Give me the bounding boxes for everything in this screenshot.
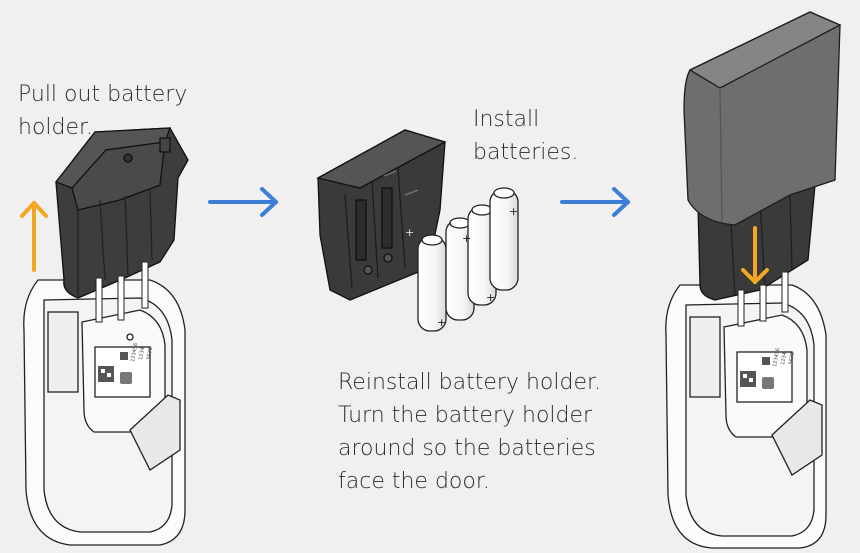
battery-4 [489, 187, 519, 291]
insert-down-arrow [741, 226, 769, 284]
holder-plus: + [405, 226, 414, 239]
battery-holder-empty [316, 129, 447, 301]
step-3-caption-line-4: face the door. [338, 469, 490, 494]
battery-plus-2: + [462, 232, 471, 245]
step-2-caption: Install batteries. [473, 103, 633, 169]
step-2-caption-line-1: Install [473, 107, 540, 132]
step-1-caption: Pull out battery holder. [18, 78, 238, 144]
battery-plus-1: + [437, 316, 446, 329]
step-3-caption-line-1: Reinstall battery holder. [338, 370, 602, 395]
lock-label-right-2: 1234 [780, 352, 788, 366]
lock-label-left-2: 1234 [138, 347, 146, 361]
lock-label-right-3: 5678 [788, 352, 796, 366]
next-step-arrow-1 [208, 187, 278, 217]
battery-holder-pulled [54, 127, 189, 299]
next-step-arrow-2 [560, 187, 630, 217]
step-3-caption-line-2: Turn the battery holder [338, 403, 593, 428]
step-3-caption-line-3: around so the batteries [338, 436, 596, 461]
lock-posts-left [95, 261, 149, 323]
batteries [417, 187, 519, 332]
step-2-caption-line-2: batteries. [473, 140, 579, 165]
qr-code-right [740, 357, 774, 389]
lock-body-left [23, 279, 186, 546]
battery-plus-3: + [486, 291, 495, 304]
battery-plus-4: + [509, 205, 518, 218]
step-3-caption: Reinstall battery holder. Turn the batte… [338, 366, 658, 498]
lock-label-left-1: 123456 [130, 343, 139, 363]
step-1-caption-line-1: Pull out battery [18, 82, 188, 107]
lock-posts-right [737, 271, 789, 327]
battery-cover [683, 11, 842, 226]
pull-up-arrow [20, 201, 48, 272]
lock-label-left-3: 5678 [146, 347, 154, 361]
qr-code-left [98, 352, 132, 384]
lock-label-right-1: 123456 [772, 348, 781, 368]
lock-body-right [665, 284, 827, 549]
step-1-caption-line-2: holder. [18, 115, 94, 140]
